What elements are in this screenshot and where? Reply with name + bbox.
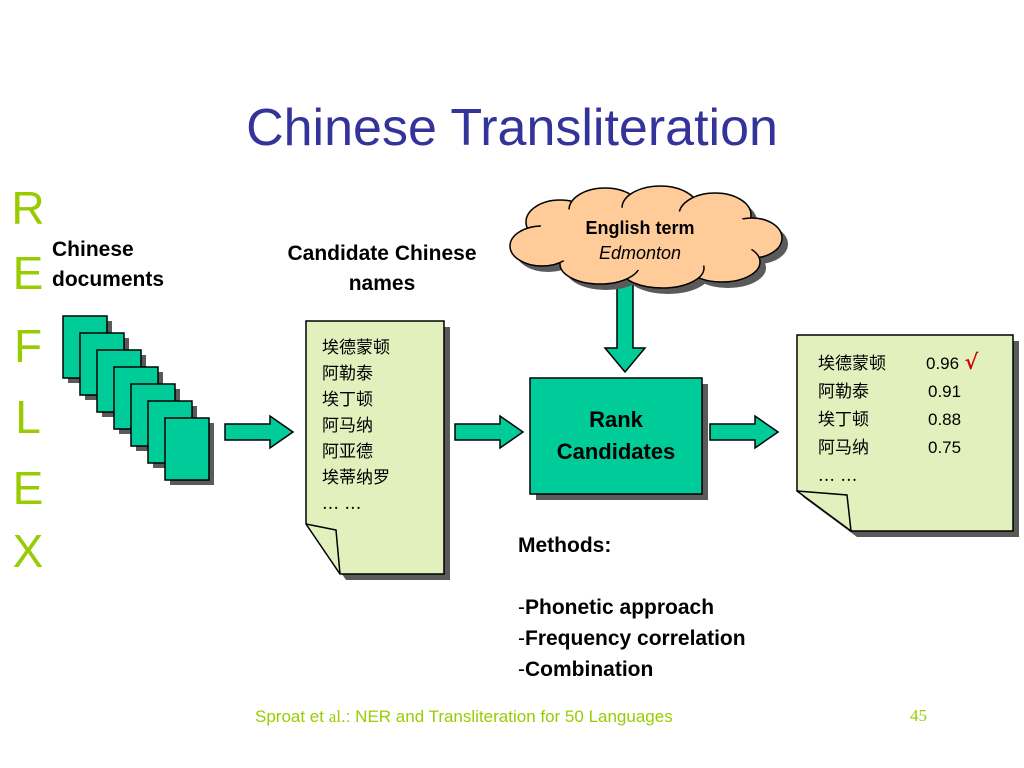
documents-label-line: documents <box>52 268 165 291</box>
reflex-letter: F <box>13 320 43 372</box>
ranked-row: 埃丁顿 0.88 <box>818 406 978 434</box>
candidate-name: 阿马纳 <box>322 416 373 436</box>
ranked-name: 埃丁顿 <box>818 410 869 430</box>
candidate-name: 阿勒泰 <box>322 364 373 384</box>
method-item-label: Combination <box>525 658 654 681</box>
candidate-name: … … <box>322 494 362 514</box>
ranked-results-list: 埃德蒙顿 0.96 √ 阿勒泰 0.91 埃丁顿 0.88 阿马纳 0.75 … … <box>818 348 978 490</box>
rank-box <box>529 377 708 500</box>
ranked-name: 阿马纳 <box>818 438 869 458</box>
candidates-label: Candidate Chinese names <box>262 239 502 299</box>
ranked-score: 0.88 <box>928 410 962 429</box>
ranked-name: 阿勒泰 <box>818 382 869 402</box>
check-mark: √ <box>964 349 979 374</box>
methods-heading: Methods: <box>518 534 612 557</box>
document-page <box>164 417 215 486</box>
ranked-row: 阿马纳 0.75 <box>818 434 978 462</box>
arrow-docs-to-candidates <box>224 415 294 449</box>
english-term-cloud <box>509 185 788 294</box>
method-item: -Phonetic approach <box>518 596 715 619</box>
ranked-ellipsis: … … <box>818 466 858 486</box>
cloud-text: English term Edmonton <box>545 216 735 266</box>
arrow-candidates-to-rank <box>454 415 524 449</box>
reflex-letter: L <box>15 391 41 443</box>
ranked-score: 0.75 <box>928 438 962 457</box>
citation-al: al <box>328 707 341 726</box>
documents-label: Chinese documents <box>52 235 164 295</box>
candidate-note <box>305 320 450 580</box>
candidate-name: 埃丁顿 <box>322 390 373 410</box>
slide-title: Chinese Transliteration <box>246 99 778 157</box>
ranked-score: 0.96 <box>926 354 960 373</box>
rank-box-line: Rank <box>589 407 643 432</box>
ranked-row: 埃德蒙顿 0.96 √ <box>818 348 978 378</box>
method-item: -Frequency correlation <box>518 627 746 650</box>
reflex-letter: X <box>12 525 44 577</box>
cloud-term: Edmonton <box>598 243 682 263</box>
cloud-heading: English term <box>585 218 695 238</box>
rank-box-line: Candidates <box>556 439 676 464</box>
ranked-name: 埃德蒙顿 <box>818 354 886 374</box>
method-item: -Combination <box>518 658 654 681</box>
candidate-name: 埃蒂纳罗 <box>322 468 390 488</box>
candidates-label-line: Candidate Chinese <box>287 242 477 265</box>
reflex-letter: E <box>12 247 44 299</box>
methods-block: Methods: -Phonetic approach -Frequency c… <box>518 530 746 685</box>
documents-label-line: Chinese <box>52 238 134 261</box>
candidate-name: 阿亚德 <box>322 442 373 462</box>
candidate-name: 埃德蒙顿 <box>322 338 390 358</box>
reflex-letter: R <box>11 182 45 234</box>
candidates-label-line: names <box>348 272 416 295</box>
results-note <box>796 334 1019 537</box>
ranked-score: 0.91 <box>928 382 962 401</box>
document-stack <box>62 315 215 486</box>
reflex-letter: E <box>12 462 44 514</box>
rank-box-label: Rank Candidates <box>530 378 702 494</box>
method-item-label: Frequency correlation <box>525 627 746 650</box>
arrow-cloud-to-rank <box>603 283 647 374</box>
method-item-label: Phonetic approach <box>525 596 715 619</box>
ranked-row: 阿勒泰 0.91 <box>818 378 978 406</box>
citation-rest: .: NER and Transliteration for 50 Langua… <box>341 707 673 726</box>
page-number: 45 <box>910 706 927 725</box>
arrow-rank-to-results <box>709 415 779 449</box>
citation-prefix: Sproat et <box>255 707 329 726</box>
footer-citation: Sproat et al.: NER and Transliteration f… <box>255 707 673 727</box>
candidate-names-list: 埃德蒙顿 阿勒泰 埃丁顿 阿马纳 阿亚德 埃蒂纳罗 … … <box>322 335 390 517</box>
